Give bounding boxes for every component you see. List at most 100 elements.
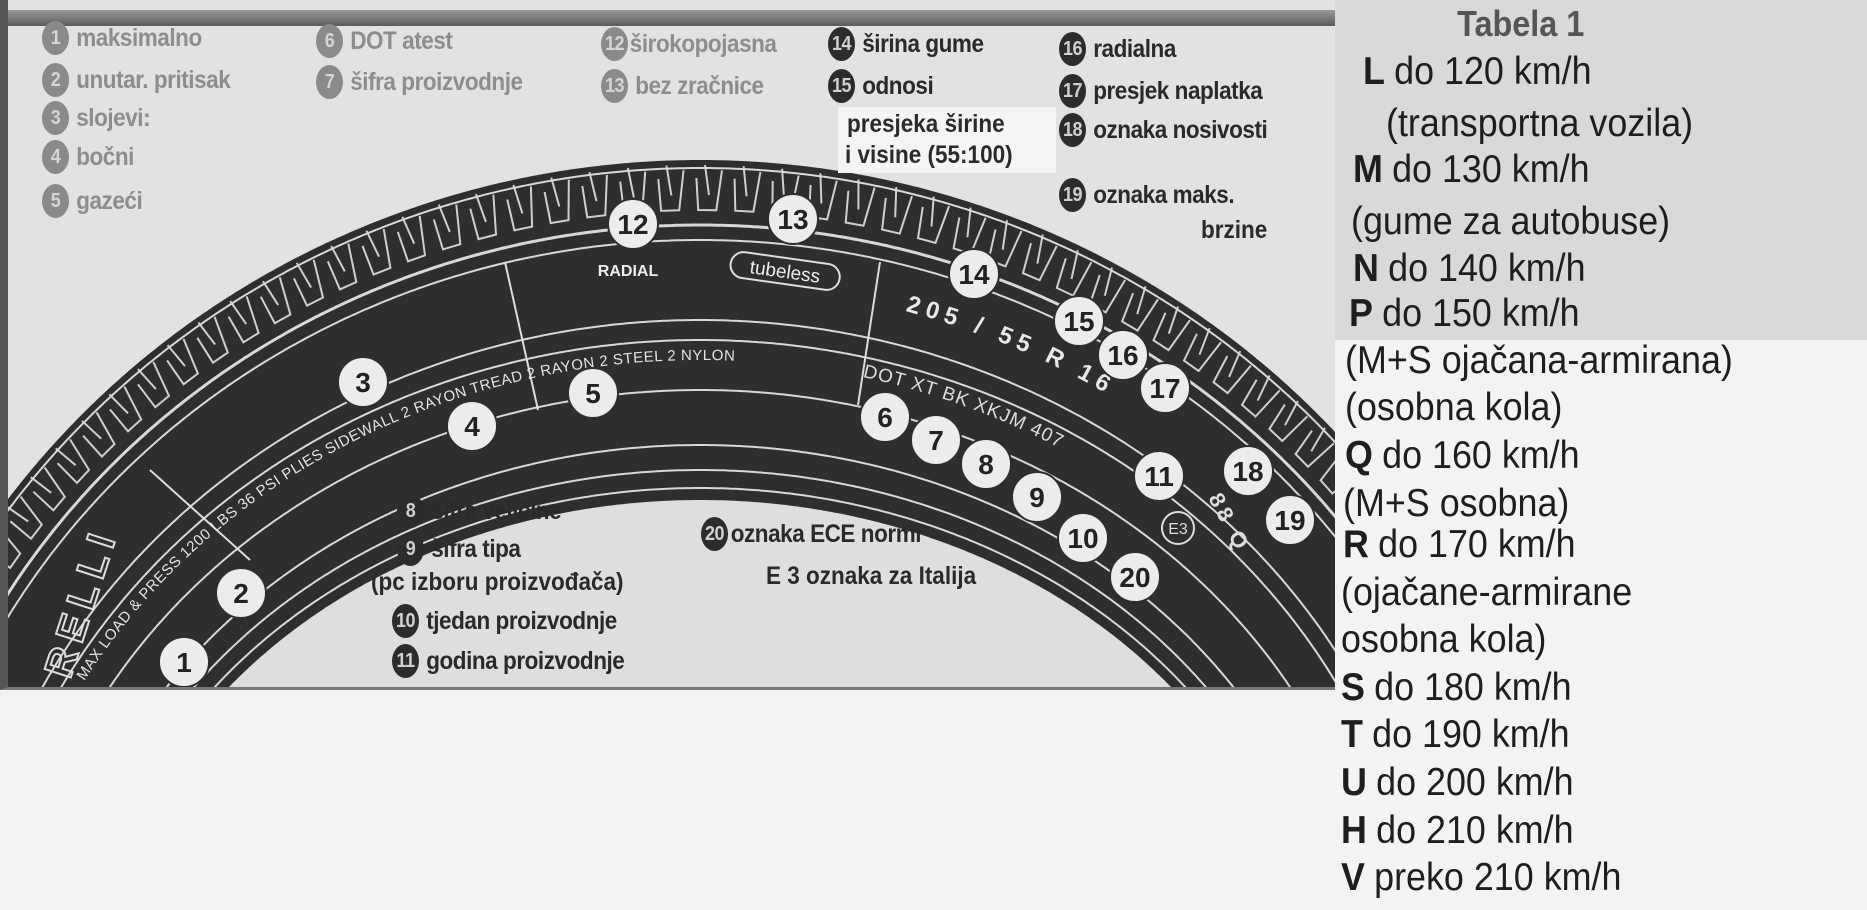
legend-label: slojevi: [76, 104, 151, 132]
svg-text:10: 10 [1067, 523, 1098, 554]
tire-badge-7: 7 [910, 414, 962, 466]
svg-text:4: 4 [464, 411, 480, 442]
tread-block [1182, 327, 1222, 373]
legend-label: bočni [76, 143, 134, 171]
tread-block [1021, 234, 1058, 282]
speed-description: (M+S ojačana-armirana) [1345, 339, 1733, 382]
svg-text:11: 11 [1144, 461, 1174, 492]
legend-label: bez zračnice [635, 72, 764, 100]
speed-description: (osobna kola) [1345, 386, 1563, 429]
number-badge: 11 [392, 644, 419, 678]
tire-badge-20: 20 [1109, 551, 1161, 603]
tire-badge-5: 5 [567, 367, 619, 419]
legend-label: odnosi [862, 72, 934, 100]
legend-label: DOT atest [350, 27, 453, 55]
legend-label: širina gume [862, 30, 984, 58]
number-badge: 19 [1059, 178, 1086, 212]
table-row: (M+S osobna) [1343, 482, 1569, 526]
number-badge: 4 [42, 140, 69, 174]
tread-block [1152, 306, 1191, 352]
legend-label: gazeći [76, 187, 143, 215]
tread-block [581, 171, 608, 219]
tire-ring-line [60, 339, 1335, 687]
legend-item-20-cont: E 3 oznaka za Italija [766, 562, 977, 590]
tire-badge-2: 2 [215, 567, 267, 619]
tread-block [196, 316, 230, 365]
tire-badge-17: 17 [1139, 362, 1191, 414]
speed-description: do 190 km/h [1372, 713, 1570, 756]
legend-label: unutar. pritisak [76, 66, 231, 94]
tire-badge-15: 15 [1053, 295, 1105, 347]
legend-label: oznaka ECE normi [730, 520, 922, 548]
svg-text:3: 3 [355, 367, 371, 398]
tread-block [1240, 374, 1281, 418]
legend-label: godina proizvodnje [426, 647, 625, 675]
speed-code: P [1349, 292, 1373, 335]
speed-code: L [1363, 50, 1385, 93]
tire-illustration: MAX LOAD & PRESS 1200 LBS 36 PSI PLIES S… [8, 160, 1335, 687]
tire-badge-9: 9 [1011, 471, 1063, 523]
tire-badge-18: 18 [1222, 445, 1274, 497]
tread-block [227, 296, 260, 344]
number-badge: 15 [828, 69, 855, 103]
tire-ring-line [8, 167, 1335, 513]
number-badge: 12 [601, 27, 628, 61]
svg-text:15: 15 [1063, 306, 1094, 337]
legend-label: šifra proizvodnje [350, 68, 523, 96]
speed-description: do 120 km/h [1394, 50, 1592, 93]
number-badge: 10 [392, 604, 419, 638]
svg-text:20: 20 [1119, 562, 1150, 593]
svg-text:E3: E3 [1168, 521, 1188, 538]
number-badge: 16 [1059, 32, 1086, 66]
tread-block [137, 361, 171, 409]
number-badge: 8 [397, 494, 424, 528]
tire-rings [8, 167, 1335, 687]
tread-block [733, 166, 762, 213]
tire-badge-12: 12 [607, 198, 659, 250]
tread-block [916, 196, 951, 245]
tread-block [543, 177, 570, 225]
tread-block [1212, 350, 1252, 395]
tire-badge-6: 6 [859, 391, 911, 443]
speed-description: osobna kola) [1341, 618, 1547, 661]
speed-code: M [1353, 148, 1383, 191]
number-badge: 18 [1059, 113, 1086, 147]
tread-block [695, 164, 723, 212]
legend-item-19-cont: brzine [1201, 216, 1268, 244]
tread-block [396, 215, 427, 263]
legend-label: presjek naplatka [1093, 77, 1263, 105]
tread-block [8, 537, 22, 570]
svg-text:12: 12 [617, 209, 648, 240]
svg-text:16: 16 [1107, 340, 1138, 371]
radial-text: RADIAL [598, 263, 659, 280]
tread-block [657, 165, 685, 212]
number-badge: 7 [316, 65, 343, 99]
tire-inner-hole [229, 500, 1171, 687]
svg-text:6: 6 [877, 402, 893, 433]
svg-text:7: 7 [928, 425, 944, 456]
number-badge: 9 [397, 532, 424, 566]
tread-block [469, 193, 498, 241]
speed-description: (M+S osobna) [1343, 482, 1570, 525]
tread-block [361, 228, 392, 276]
table-upper-scan [1335, 0, 1867, 340]
tire-badge-14: 14 [948, 248, 1000, 300]
tread-block [259, 277, 292, 325]
speed-code: N [1353, 247, 1379, 290]
